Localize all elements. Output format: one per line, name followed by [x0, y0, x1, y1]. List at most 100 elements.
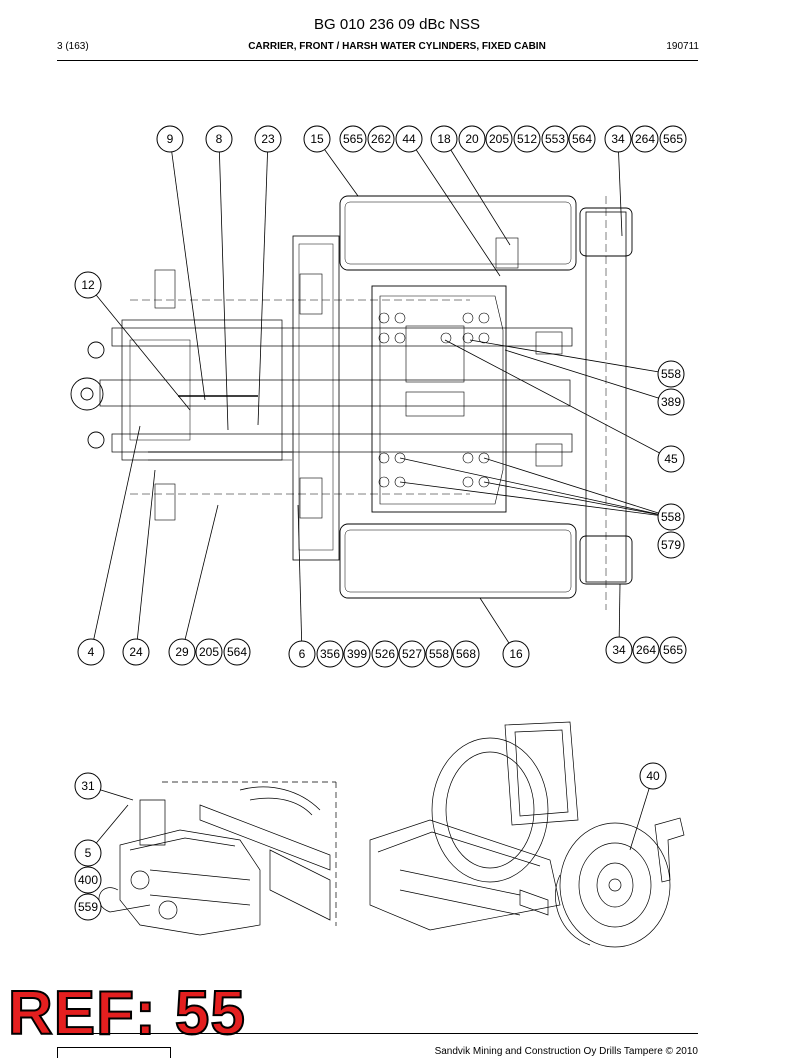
callout-bubble: 262 [367, 125, 395, 153]
callout-bubble: 356 [316, 640, 344, 668]
callout-number: 44 [402, 132, 416, 146]
callout-number: 4 [88, 645, 95, 659]
callout-circle [168, 638, 196, 666]
callout-circle [303, 125, 331, 153]
callout-circle [288, 640, 316, 668]
callout-circle [502, 640, 530, 668]
callout-bubble: 568 [452, 640, 480, 668]
callout-number: 205 [489, 132, 509, 146]
callout-bubble: 31 [74, 772, 102, 800]
callout-circle [367, 125, 395, 153]
callout-number: 526 [375, 647, 395, 661]
callout-number: 9 [167, 132, 174, 146]
callout-number: 356 [320, 647, 340, 661]
document-title: BG 010 236 09 dBc NSS [314, 16, 480, 33]
callout-circle [74, 839, 102, 867]
callout-number: 205 [199, 645, 219, 659]
callout-number: 29 [175, 645, 189, 659]
callout-number: 12 [81, 278, 95, 292]
callout-number: 564 [572, 132, 592, 146]
callout-number: 558 [661, 510, 681, 524]
callout-circle [657, 445, 685, 473]
leader-line [504, 349, 672, 403]
callout-number: 8 [216, 132, 223, 146]
callout-bubble: 29 [168, 638, 196, 666]
callout-number: 568 [456, 647, 476, 661]
callout-circle [195, 638, 223, 666]
callout-circle [398, 640, 426, 668]
callout-circle [657, 388, 685, 416]
callout-bubble: 9 [156, 125, 184, 153]
callout-circle [657, 360, 685, 388]
callout-circle [568, 125, 596, 153]
footer-copyright: Sandvik Mining and Construction Oy Drill… [434, 1046, 698, 1057]
callout-number: 16 [509, 647, 523, 661]
callout-bubble: 8 [205, 125, 233, 153]
callout-circle [77, 638, 105, 666]
leader-line [135, 469, 156, 653]
leader-line [257, 138, 269, 426]
callout-circle [74, 866, 102, 894]
callout-bubble: 20 [458, 125, 486, 153]
callout-bubble: 205 [195, 638, 223, 666]
callout-circle [541, 125, 569, 153]
callout-circle [316, 640, 344, 668]
callout-circle [339, 125, 367, 153]
callout-number: 579 [661, 538, 681, 552]
callout-circle [604, 125, 632, 153]
callout-bubble: 565 [339, 125, 367, 153]
callout-bubble: 564 [223, 638, 251, 666]
callout-circle [605, 636, 633, 664]
callout-bubble: 264 [632, 636, 660, 664]
leader-line [169, 138, 206, 401]
callout-bubble: 389 [657, 388, 685, 416]
callout-bubble: 553 [541, 125, 569, 153]
callout-bubble: 45 [657, 445, 685, 473]
callout-circle [371, 640, 399, 668]
callout-circle [74, 772, 102, 800]
leader-line [483, 457, 672, 518]
callout-circle [205, 125, 233, 153]
callout-number: 15 [310, 132, 324, 146]
callout-bubble: 34 [605, 636, 633, 664]
callout-number: 512 [517, 132, 537, 146]
document-code: 190711 [666, 41, 699, 52]
leader-line [87, 284, 191, 411]
callout-number: 400 [78, 873, 98, 887]
callout-bubble: 24 [122, 638, 150, 666]
callout-circle [425, 640, 453, 668]
leader-line [90, 425, 141, 653]
callout-bubble: 565 [659, 125, 687, 153]
section-title: CARRIER, FRONT / HARSH WATER CYLINDERS, … [248, 41, 546, 52]
callout-number: 45 [664, 452, 678, 466]
callout-bubble: 4 [77, 638, 105, 666]
callout-bubble: 559 [74, 893, 102, 921]
callout-number: 5 [85, 846, 92, 860]
callout-bubble: 526 [371, 640, 399, 668]
callout-circle [632, 636, 660, 664]
callout-bubble: 12 [74, 271, 102, 299]
leader-line [297, 504, 303, 655]
leader-line [483, 481, 672, 518]
callout-number: 558 [429, 647, 449, 661]
callout-number: 23 [261, 132, 275, 146]
callout-number: 559 [78, 900, 98, 914]
callout-bubble: 5 [74, 839, 102, 867]
leader-line [181, 504, 219, 653]
carrier-plan-view [70, 195, 633, 610]
callout-bubble: 44 [395, 125, 423, 153]
callout-number: 264 [635, 132, 655, 146]
leader-line [617, 138, 623, 237]
callout-bubble: 15 [303, 125, 331, 153]
callout-bubble: 527 [398, 640, 426, 668]
callout-bubble: 6 [288, 640, 316, 668]
callout-circle [223, 638, 251, 666]
callout-number: 24 [129, 645, 143, 659]
header-rule [57, 60, 698, 61]
leader-lines [87, 138, 672, 854]
callout-circle [485, 125, 513, 153]
callout-bubble: 399 [343, 640, 371, 668]
callout-number: 565 [663, 132, 683, 146]
callout-bubble: 40 [639, 762, 667, 790]
